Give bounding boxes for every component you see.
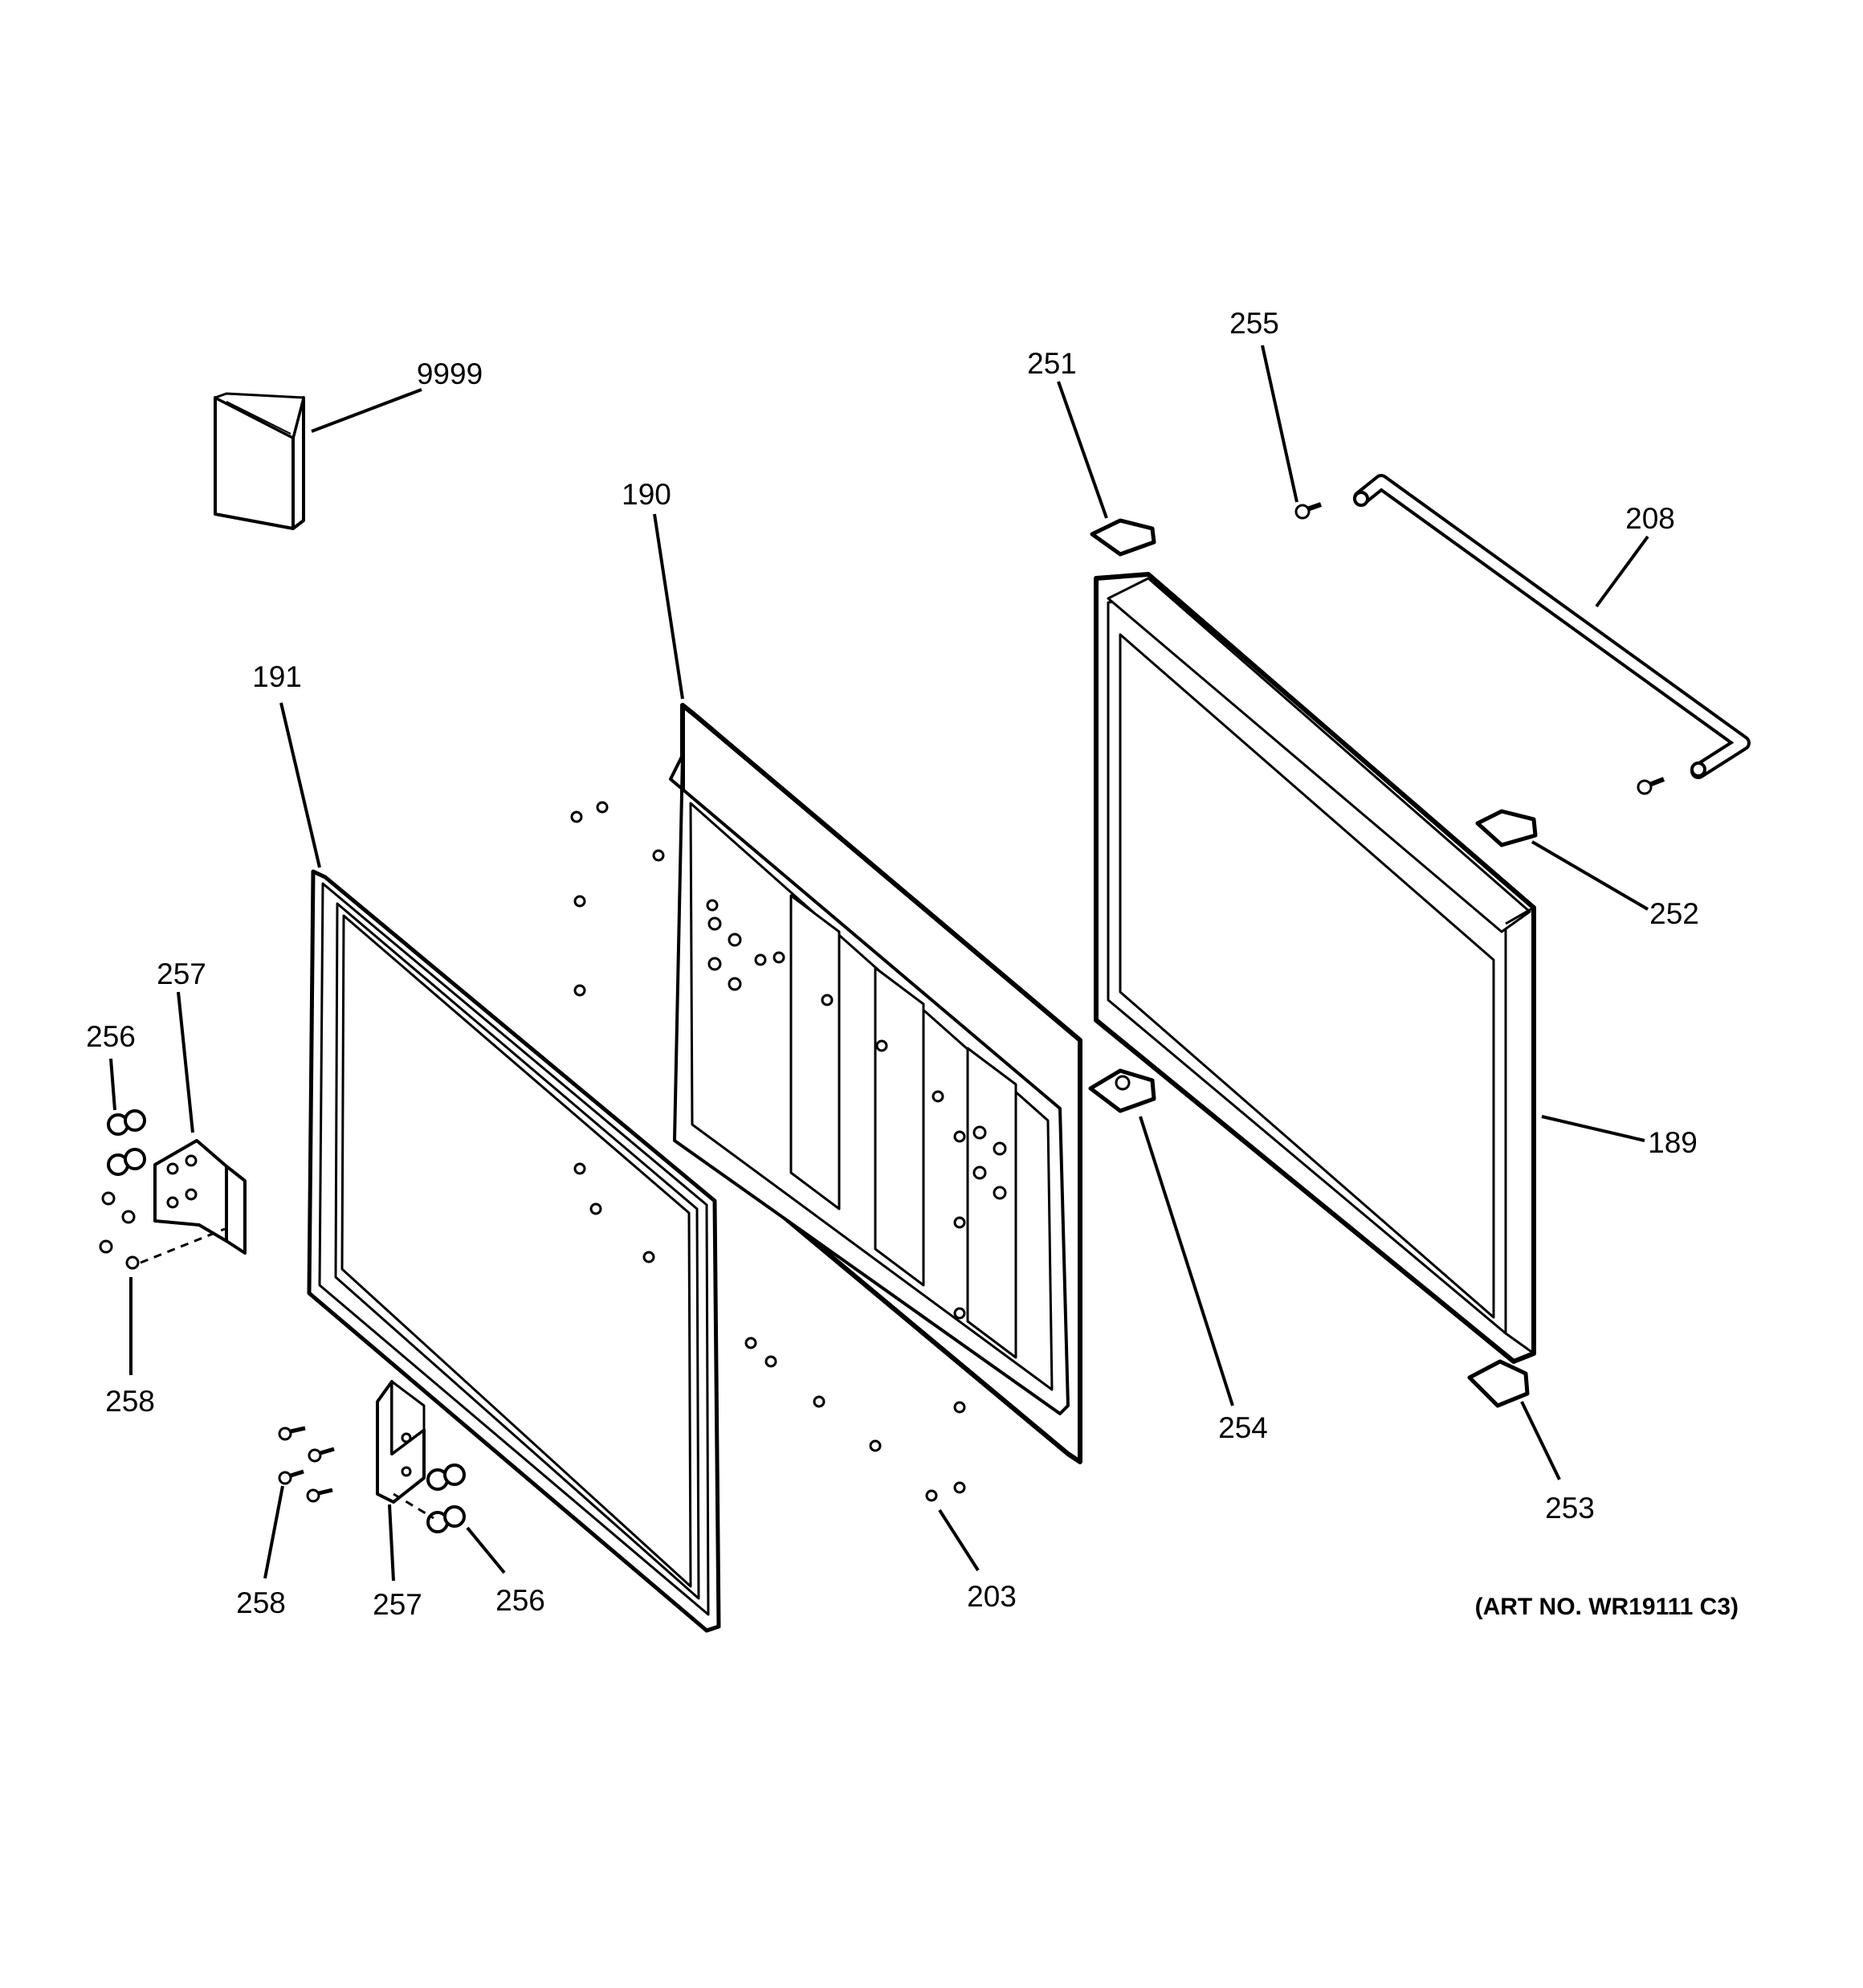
leader-line-253 xyxy=(1520,1401,1561,1480)
hinge-bracket-upper-part xyxy=(153,1139,247,1255)
hinge-bushings-upper-part xyxy=(107,1109,146,1176)
leader-line-256b xyxy=(466,1526,506,1574)
callout-203: 203 xyxy=(967,1580,1017,1613)
art-number-label: (ART NO. WR19111 C3) xyxy=(1475,1594,1739,1620)
leader-line-258b xyxy=(263,1485,284,1579)
callout-255: 255 xyxy=(1229,307,1279,340)
callout-189: 189 xyxy=(1648,1126,1698,1159)
hinge-screws-lower-part xyxy=(278,1426,434,1520)
handle-part xyxy=(1353,474,1751,779)
callout-9999: 9999 xyxy=(417,357,483,390)
hinge-screws-upper-part xyxy=(99,1191,226,1270)
leader-line-191 xyxy=(279,702,321,868)
liner-screws-part xyxy=(570,801,966,1502)
leader-line-9999 xyxy=(311,388,422,433)
leader-line-257a xyxy=(177,991,194,1133)
hinge-bracket-lower-part xyxy=(376,1380,426,1504)
hinge-cap-253-part xyxy=(1467,1359,1530,1408)
callout-191: 191 xyxy=(252,660,302,693)
callout-258-lower: 258 xyxy=(236,1586,286,1619)
hinge-cap-252-part xyxy=(1475,809,1538,847)
callout-190: 190 xyxy=(622,478,671,511)
hinge-cap-251-part xyxy=(1090,518,1156,557)
hinge-bushings-lower-part xyxy=(426,1463,466,1533)
door-liner-part xyxy=(669,703,1082,1464)
leader-line-189 xyxy=(1541,1115,1645,1142)
leader-line-257b xyxy=(388,1504,395,1582)
leader-line-208 xyxy=(1595,535,1649,608)
leader-line-190 xyxy=(653,513,684,700)
leader-line-255 xyxy=(1261,345,1298,503)
leader-line-203 xyxy=(938,1508,980,1572)
handle-screw-part xyxy=(1294,502,1665,795)
callout-257-lower: 257 xyxy=(373,1588,422,1621)
outer-door-part xyxy=(1094,572,1536,1364)
callout-258-upper: 258 xyxy=(105,1385,155,1418)
callout-253: 253 xyxy=(1545,1492,1595,1525)
callout-251: 251 xyxy=(1027,347,1077,380)
callout-256-upper: 256 xyxy=(86,1020,136,1053)
callout-208: 208 xyxy=(1625,502,1675,535)
leader-line-252 xyxy=(1531,840,1649,911)
callout-256-lower: 256 xyxy=(495,1584,545,1617)
callout-252: 252 xyxy=(1649,897,1699,930)
owners-manual-part xyxy=(214,392,305,530)
hinge-cap-254-part xyxy=(1088,1068,1156,1113)
door-gasket-part xyxy=(307,869,721,1633)
leader-line-256a xyxy=(109,1058,116,1111)
leader-line-251 xyxy=(1057,381,1108,519)
callout-257-upper: 257 xyxy=(157,957,206,990)
leader-line-254 xyxy=(1139,1116,1234,1406)
callout-254: 254 xyxy=(1218,1411,1268,1444)
